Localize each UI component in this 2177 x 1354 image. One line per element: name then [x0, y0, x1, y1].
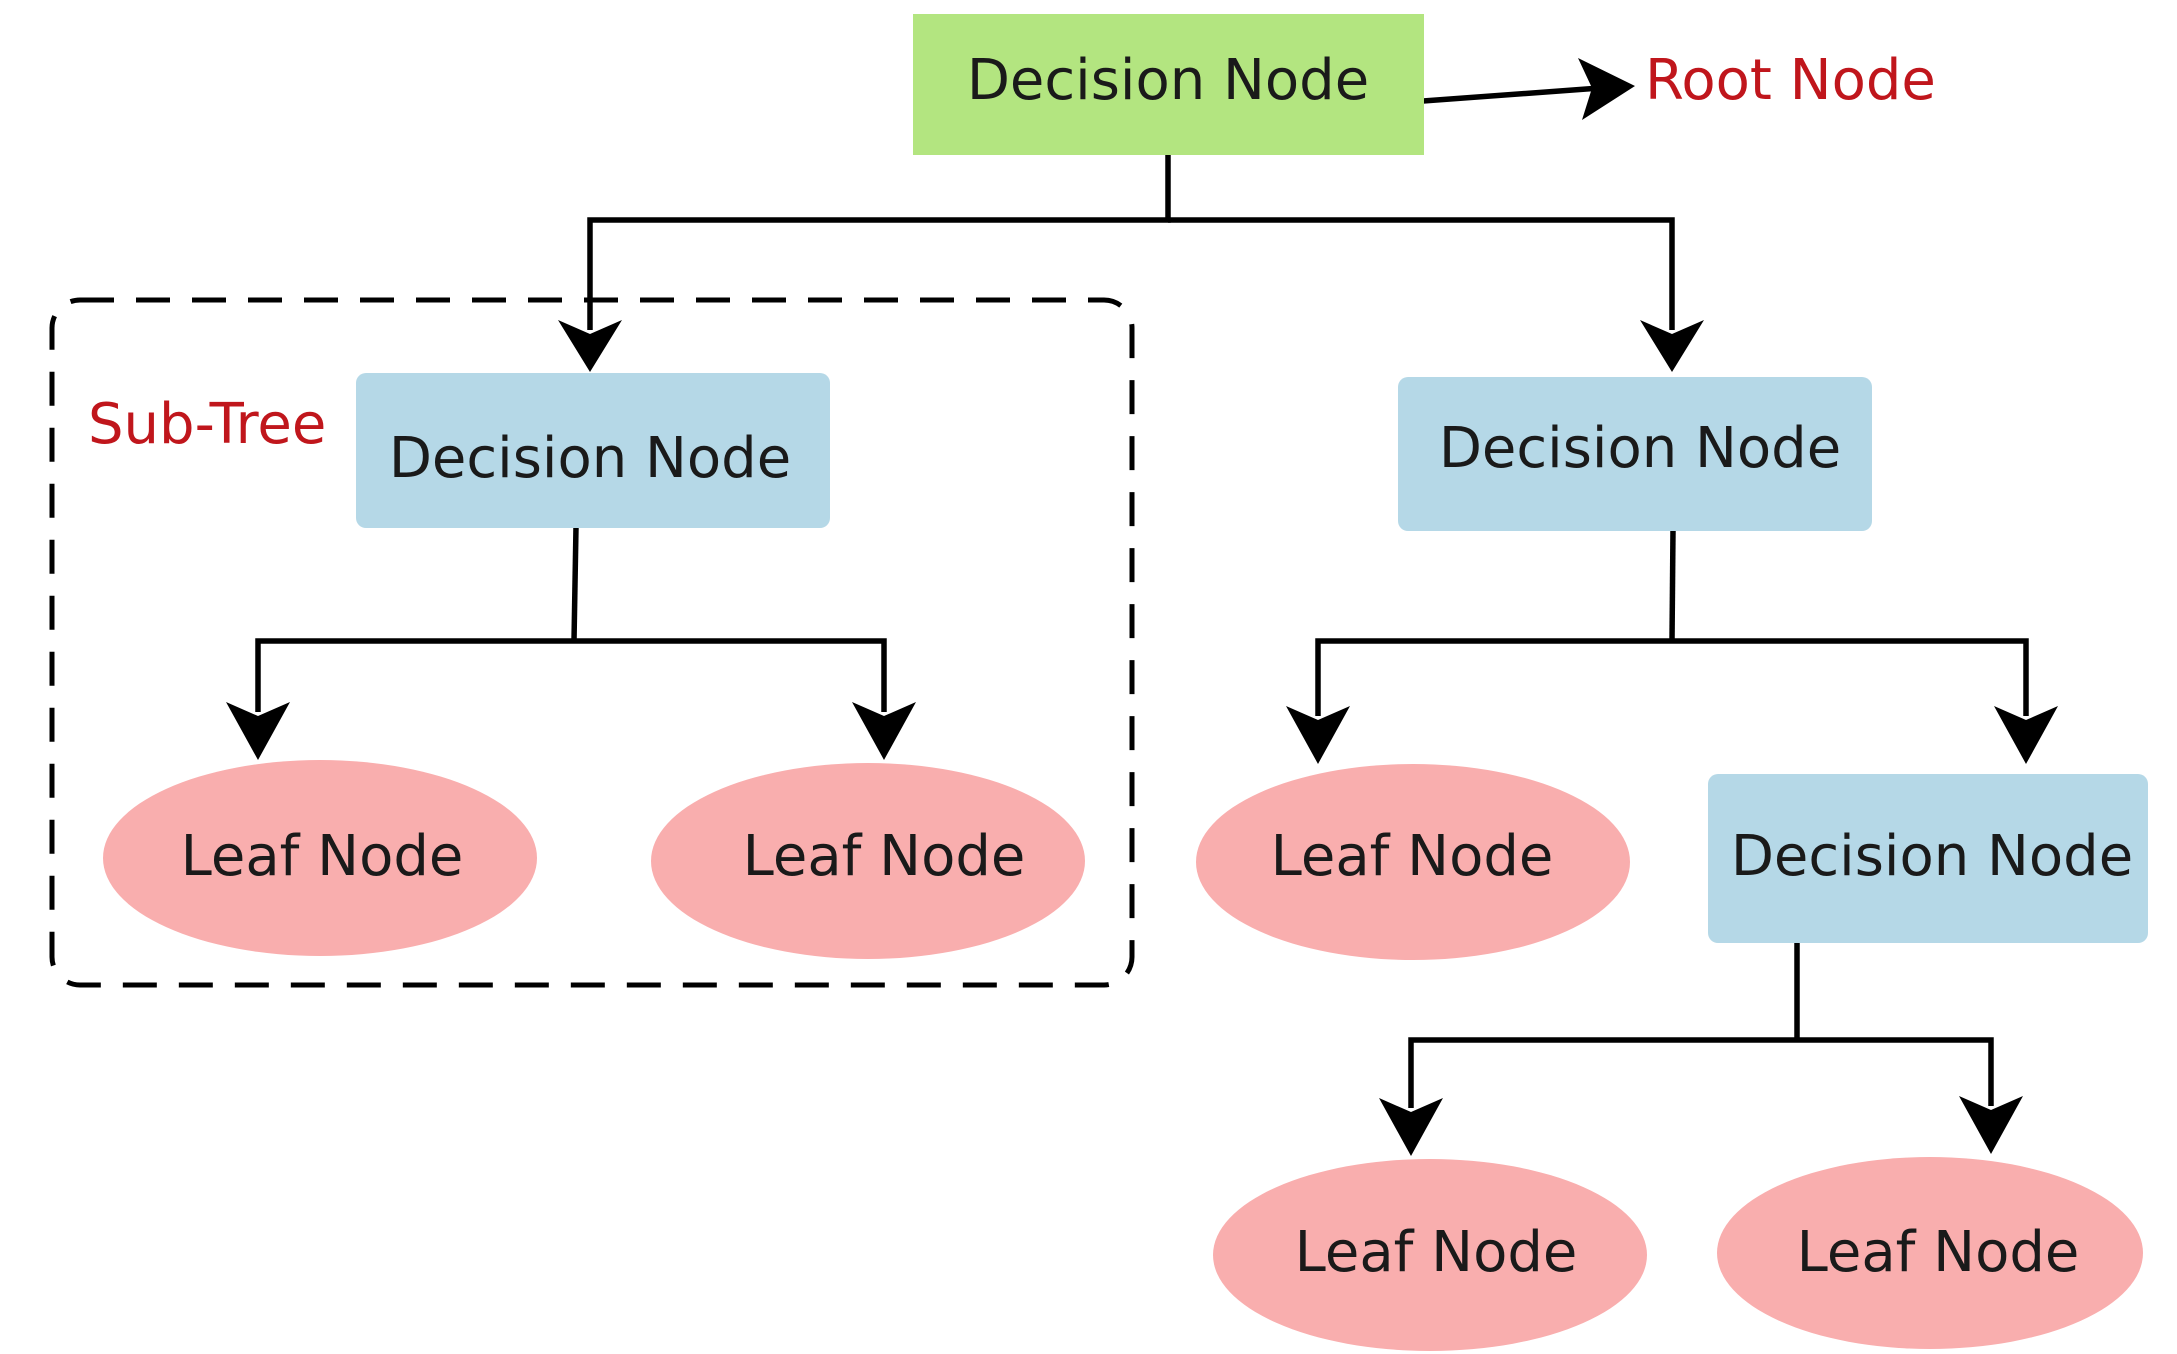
lower-leaf-1-label: Leaf Node — [1295, 1220, 1578, 1285]
left-leaf-2-label: Leaf Node — [743, 824, 1026, 889]
edge-lower-decision-leaf-1 — [1408, 1037, 1797, 1108]
edge-right-decision-lower-decision — [1672, 638, 2029, 716]
left-decision-node: Decision Node — [356, 373, 830, 528]
arrowhead-right-leaf — [1286, 706, 1350, 764]
lower-leaf-2-label: Leaf Node — [1797, 1220, 2080, 1285]
edge-left-decision-leaf-1 — [255, 638, 574, 712]
connector-layer — [226, 58, 2058, 1156]
edge-left-decision-leaf-2 — [574, 638, 887, 712]
left-decision-label: Decision Node — [389, 426, 791, 491]
left-leaf-node-1: Leaf Node — [103, 760, 537, 956]
arrowhead-left-leaf-2 — [852, 702, 916, 760]
edge-left-decision-stem — [571, 526, 579, 642]
right-leaf-label: Leaf Node — [1271, 824, 1554, 889]
left-leaf-2-shape — [651, 763, 1085, 959]
lower-leaf-node-1: Leaf Node — [1213, 1159, 1647, 1351]
lower-leaf-2-shape — [1717, 1157, 2143, 1349]
lower-leaf-node-2: Leaf Node — [1717, 1157, 2143, 1349]
right-decision-box — [1398, 377, 1872, 531]
edge-right-decision-stem — [1669, 529, 1676, 642]
edge-root-right-decision — [1168, 217, 1675, 330]
right-decision-node: Decision Node — [1398, 377, 1872, 531]
left-leaf-1-shape — [103, 760, 537, 956]
subtree-annotation: Sub-Tree — [88, 392, 326, 457]
arrowhead-lower-leaf-2 — [1959, 1096, 2023, 1154]
root-node-annotation: Root Node — [1645, 48, 1936, 113]
lower-leaf-1-shape — [1213, 1159, 1647, 1351]
edge-lower-decision-leaf-2 — [1797, 1037, 1994, 1106]
arrowhead-lower-leaf-1 — [1379, 1098, 1443, 1156]
lower-decision-label: Decision Node — [1731, 824, 2133, 889]
right-leaf-node: Leaf Node — [1196, 764, 1630, 960]
arrowhead-right-decision — [1640, 320, 1704, 372]
edge-root-left-decision — [587, 153, 1171, 330]
lower-decision-box — [1708, 774, 2148, 943]
edge-right-decision-leaf — [1315, 638, 1672, 716]
left-leaf-1-label: Leaf Node — [181, 824, 464, 889]
root-node-label: Decision Node — [967, 48, 1369, 113]
right-leaf-shape — [1196, 764, 1630, 960]
arrowhead-left-leaf-1 — [226, 702, 290, 760]
lower-decision-node: Decision Node — [1708, 774, 2148, 943]
left-decision-box — [356, 373, 830, 528]
right-decision-label: Decision Node — [1439, 416, 1841, 481]
left-leaf-node-2: Leaf Node — [651, 763, 1085, 959]
root-node-box — [913, 14, 1424, 155]
root-decision-node: Decision Node — [913, 14, 1424, 155]
edge-root-annotation — [1422, 85, 1601, 104]
arrowhead-left-decision — [558, 320, 622, 372]
arrowhead-lower-decision — [1994, 706, 2058, 764]
arrowhead-root-annotation — [1578, 58, 1635, 120]
